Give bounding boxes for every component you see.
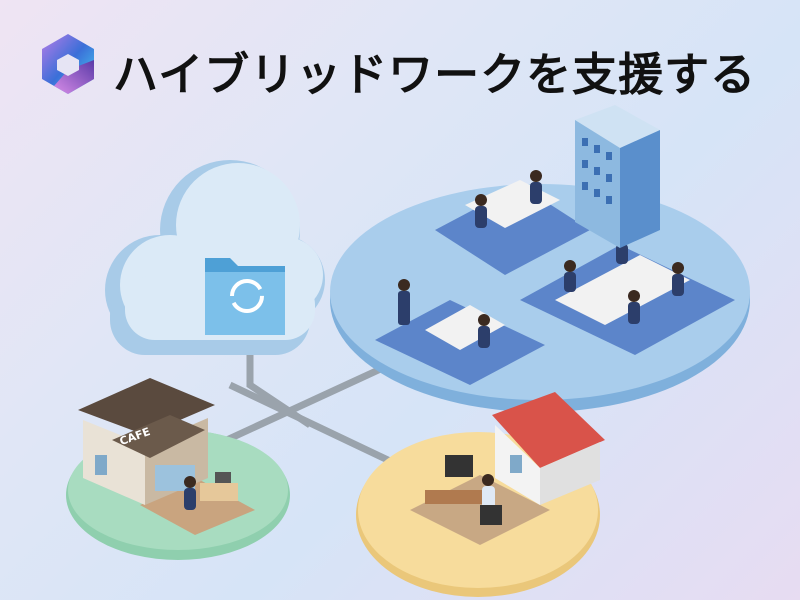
cloud-storage-icon bbox=[105, 160, 325, 355]
home-worker bbox=[425, 455, 502, 525]
page-title: ハイブリッドワークを支援する bbox=[113, 48, 757, 101]
house bbox=[492, 392, 605, 505]
cafe-building: CAFE bbox=[78, 378, 215, 505]
microsoft-365-logo bbox=[42, 34, 94, 94]
sync-folder-icon bbox=[205, 258, 285, 335]
office-building bbox=[575, 105, 660, 248]
cafe-worker bbox=[184, 472, 238, 510]
office-platform bbox=[330, 170, 750, 412]
